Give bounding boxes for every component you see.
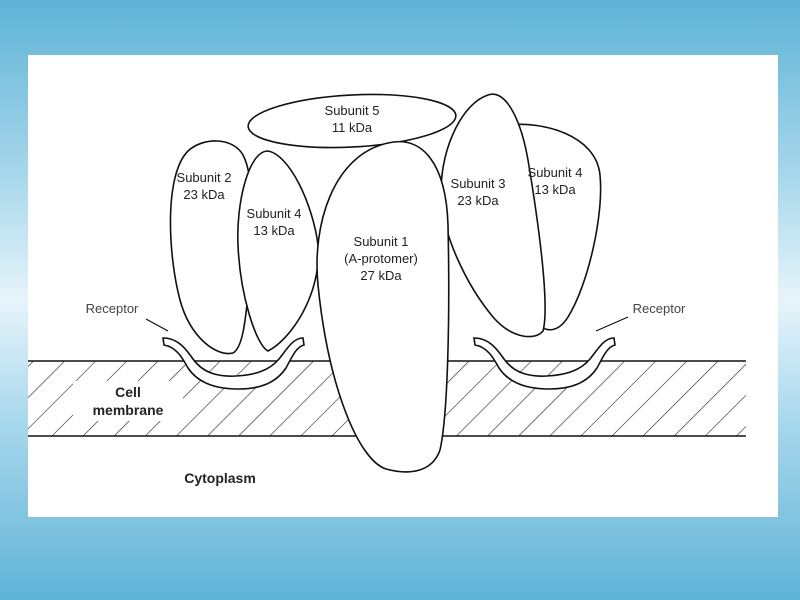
pertussis-toxin-diagram: Subunit 5 11 kDa Subunit 2 23 kDa Subuni…	[28, 93, 746, 486]
receptor-right-shape	[473, 337, 616, 390]
subunit-4-right-name: Subunit 4	[528, 165, 583, 180]
subunit-1-role: (A-protomer)	[344, 251, 418, 266]
cell-membrane-label-line2: membrane	[93, 402, 164, 418]
subunit-5-name: Subunit 5	[325, 103, 380, 118]
receptor-right-leader	[595, 316, 629, 332]
subunit-3-shape	[440, 93, 546, 338]
subunit-1-shape	[316, 140, 450, 473]
subunit-5-shape	[247, 93, 457, 149]
subunit-4-left-shape	[236, 150, 320, 352]
subunit-1-mass: 27 kDa	[360, 268, 402, 283]
subunit-2-mass: 23 kDa	[183, 187, 225, 202]
receptor-left-leader	[145, 318, 169, 332]
receptor-left-shape	[162, 337, 305, 390]
subunit-3-mass: 23 kDa	[457, 193, 499, 208]
subunit-4-left-mass: 13 kDa	[253, 223, 295, 238]
subunit-4-left-name: Subunit 4	[247, 206, 302, 221]
cytoplasm-label: Cytoplasm	[184, 470, 256, 486]
subunit-2-name: Subunit 2	[177, 170, 232, 185]
subunit-3-name: Subunit 3	[451, 176, 506, 191]
subunit-1-name: Subunit 1	[354, 234, 409, 249]
subunit-2-shape	[169, 140, 254, 355]
receptor-right-label: Receptor	[633, 301, 686, 316]
cell-membrane-label-line1: Cell	[115, 384, 141, 400]
subunit-5-mass: 11 kDa	[332, 120, 373, 135]
subunit-4-right-mass: 13 kDa	[534, 182, 576, 197]
receptor-left-label: Receptor	[86, 301, 139, 316]
membrane-label-bg	[73, 381, 183, 421]
diagram-panel: Subunit 5 11 kDa Subunit 2 23 kDa Subuni…	[28, 55, 778, 517]
